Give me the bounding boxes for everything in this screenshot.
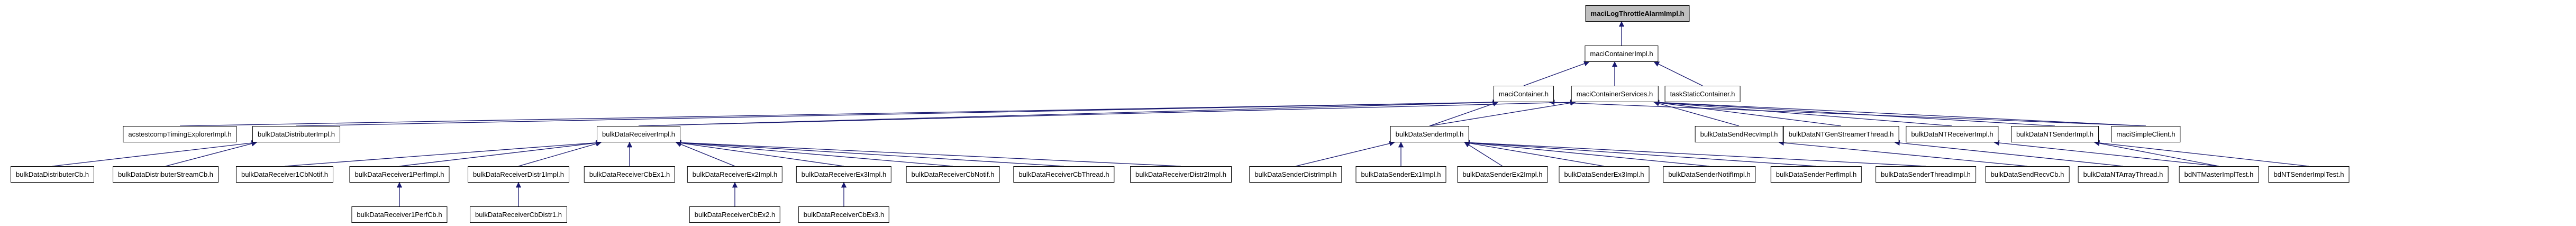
graph-node-maciContainerImpl[interactable]: maciContainerImpl.h bbox=[1585, 46, 1659, 62]
graph-node-receiverCbEx1[interactable]: bulkDataReceiverCbEx1.h bbox=[584, 166, 676, 183]
graph-node-senderEx3Impl[interactable]: bulkDataSenderEx3Impl.h bbox=[1559, 166, 1650, 183]
graph-node-distributerImpl[interactable]: bulkDataDistributerImpl.h bbox=[252, 126, 340, 142]
graph-node-timingExplorerImpl[interactable]: acstestcompTimingExplorerImpl.h bbox=[123, 126, 237, 142]
graph-node-ntReceiverImpl[interactable]: bulkDataNTReceiverImpl.h bbox=[1906, 126, 1999, 142]
graph-node-simpleClient[interactable]: maciSimpleClient.h bbox=[2111, 126, 2181, 142]
graph-node-sendRecvCb[interactable]: bulkDataSendRecvCb.h bbox=[1985, 166, 2070, 183]
graph-node-senderNotifImpl[interactable]: bulkDataSenderNotifImpl.h bbox=[1663, 166, 1756, 183]
graph-node-receiverImpl[interactable]: bulkDataReceiverImpl.h bbox=[596, 126, 681, 142]
graph-node-ntGenStreamerThread[interactable]: bulkDataNTGenStreamerThread.h bbox=[1783, 126, 1899, 142]
graph-node-ntMasterImplTest[interactable]: bdNTMasterImplTest.h bbox=[2179, 166, 2259, 183]
graph-node-receiverDistr1Impl[interactable]: bulkDataReceiverDistr1Impl.h bbox=[468, 166, 569, 183]
graph-node-receiverCbDistr1[interactable]: bulkDataReceiverCbDistr1.h bbox=[469, 206, 568, 223]
graph-node-senderImpl[interactable]: bulkDataSenderImpl.h bbox=[1390, 126, 1469, 142]
graph-node-ntSenderImplTest[interactable]: bdNTSenderImplTest.h bbox=[2268, 166, 2350, 183]
graph-node-maciContainerServices[interactable]: maciContainerServices.h bbox=[1571, 86, 1659, 102]
graph-node-sendRecvImpl[interactable]: bulkDataSendRecvImpl.h bbox=[1695, 126, 1783, 142]
graph-node-receiver1PerfImpl[interactable]: bulkDataReceiver1PerfImpl.h bbox=[349, 166, 450, 183]
graph-node-receiver1CbNotif[interactable]: bulkDataReceiver1CbNotif.h bbox=[235, 166, 334, 183]
graph-node-senderPerfImpl[interactable]: bulkDataSenderPerfImpl.h bbox=[1770, 166, 1862, 183]
graph-node-root[interactable]: maciLogThrottleAlarmImpl.h bbox=[1585, 5, 1690, 22]
graph-node-receiverEx3Impl[interactable]: bulkDataReceiverEx3Impl.h bbox=[796, 166, 892, 183]
graph-node-senderThreadImpl[interactable]: bulkDataSenderThreadImpl.h bbox=[1876, 166, 1976, 183]
graph-node-receiverCbThread[interactable]: bulkDataReceiverCbThread.h bbox=[1013, 166, 1115, 183]
graph-node-ntArrayThread[interactable]: bulkDataNTArrayThread.h bbox=[2078, 166, 2169, 183]
graph-node-distributerCb[interactable]: bulkDataDistributerCb.h bbox=[10, 166, 95, 183]
graph-node-distributerStreamCb[interactable]: bulkDataDistributerStreamCb.h bbox=[113, 166, 219, 183]
graph-node-taskStaticContainer[interactable]: taskStaticContainer.h bbox=[1664, 86, 1741, 102]
graph-node-senderEx2Impl[interactable]: bulkDataSenderEx2Impl.h bbox=[1457, 166, 1548, 183]
graph-node-receiverCbEx2[interactable]: bulkDataReceiverCbEx2.h bbox=[689, 206, 781, 223]
graph-node-receiver1PerfCb[interactable]: bulkDataReceiver1PerfCb.h bbox=[351, 206, 448, 223]
graph-node-maciContainer[interactable]: maciContainer.h bbox=[1494, 86, 1554, 102]
graph-node-receiverDistr2Impl[interactable]: bulkDataReceiverDistr2Impl.h bbox=[1130, 166, 1232, 183]
graph-node-receiverCbEx3[interactable]: bulkDataReceiverCbEx3.h bbox=[798, 206, 890, 223]
graph-node-senderDistrImpl[interactable]: bulkDataSenderDistrImpl.h bbox=[1249, 166, 1342, 183]
graph-node-receiverCbNotif[interactable]: bulkDataReceiverCbNotif.h bbox=[906, 166, 1000, 183]
graph-node-ntSenderImpl[interactable]: bulkDataNTSenderImpl.h bbox=[2011, 126, 2099, 142]
graph-node-senderEx1Impl[interactable]: bulkDataSenderEx1Impl.h bbox=[1355, 166, 1446, 183]
graph-node-receiverEx2Impl[interactable]: bulkDataReceiverEx2Impl.h bbox=[687, 166, 783, 183]
